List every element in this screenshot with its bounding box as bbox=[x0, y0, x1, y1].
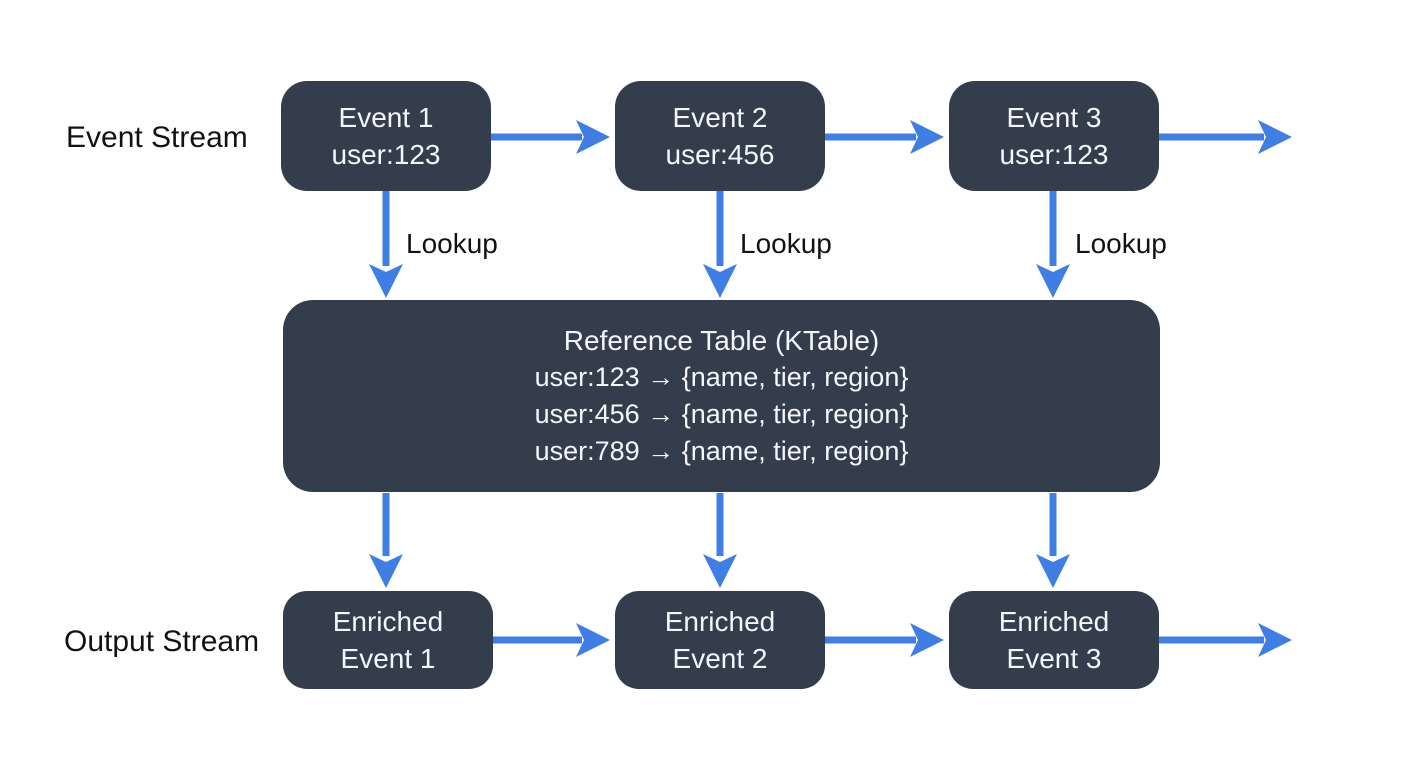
enriched-event-3-title: Enriched bbox=[998, 606, 1110, 637]
event-2-title: Event 2 bbox=[672, 102, 768, 133]
enriched-event-1-node: Enriched Event 1 bbox=[283, 591, 493, 689]
lookup-label-1: Lookup bbox=[406, 228, 498, 259]
enriched-event-1-sub: Event 1 bbox=[340, 643, 436, 674]
reference-table-row-3: user:789 → {name, tier, region} bbox=[534, 436, 909, 466]
reference-table-title: Reference Table (KTable) bbox=[563, 325, 880, 356]
arrow-event2-to-event3 bbox=[825, 120, 944, 154]
reference-table-row-1: user:123 → {name, tier, region} bbox=[534, 362, 909, 392]
enriched-event-3-node: Enriched Event 3 bbox=[949, 591, 1159, 689]
table-to-enriched-arrow-2 bbox=[703, 493, 737, 588]
arrow-enriched2-to-enriched3 bbox=[825, 623, 944, 657]
event-2-key: user:456 bbox=[665, 139, 775, 170]
lookup-arrow-2 bbox=[703, 191, 737, 298]
event-3-key: user:123 bbox=[999, 139, 1109, 170]
table-to-enriched-arrow-1 bbox=[369, 493, 403, 588]
event-1-title: Event 1 bbox=[338, 102, 434, 133]
lookup-label-3: Lookup bbox=[1075, 228, 1167, 259]
table-to-enriched-arrow-3 bbox=[1036, 493, 1070, 588]
arrow-event1-to-event2 bbox=[491, 120, 610, 154]
arrow-event3-out bbox=[1159, 120, 1292, 154]
event-2-node: Event 2 user:456 bbox=[615, 81, 825, 191]
reference-table-node: Reference Table (KTable) user:123 → {nam… bbox=[283, 300, 1160, 492]
arrow-enriched1-to-enriched2 bbox=[493, 623, 610, 657]
lookup-arrow-1 bbox=[369, 191, 403, 298]
enriched-event-3-sub: Event 3 bbox=[1006, 643, 1102, 674]
lookup-arrow-3 bbox=[1036, 191, 1070, 298]
event-1-key: user:123 bbox=[331, 139, 441, 170]
event-1-node: Event 1 user:123 bbox=[281, 81, 491, 191]
event-3-title: Event 3 bbox=[1006, 102, 1102, 133]
event-3-node: Event 3 user:123 bbox=[949, 81, 1159, 191]
reference-table-row-2: user:456 → {name, tier, region} bbox=[534, 399, 909, 429]
enriched-event-2-sub: Event 2 bbox=[672, 643, 768, 674]
arrow-enriched3-out bbox=[1159, 623, 1292, 657]
enriched-event-2-title: Enriched bbox=[664, 606, 776, 637]
lookup-label-2: Lookup bbox=[740, 228, 832, 259]
event-stream-label: Event Stream bbox=[66, 121, 248, 154]
enriched-event-2-node: Enriched Event 2 bbox=[615, 591, 825, 689]
enriched-event-1-title: Enriched bbox=[332, 606, 444, 637]
output-stream-label: Output Stream bbox=[64, 625, 260, 658]
